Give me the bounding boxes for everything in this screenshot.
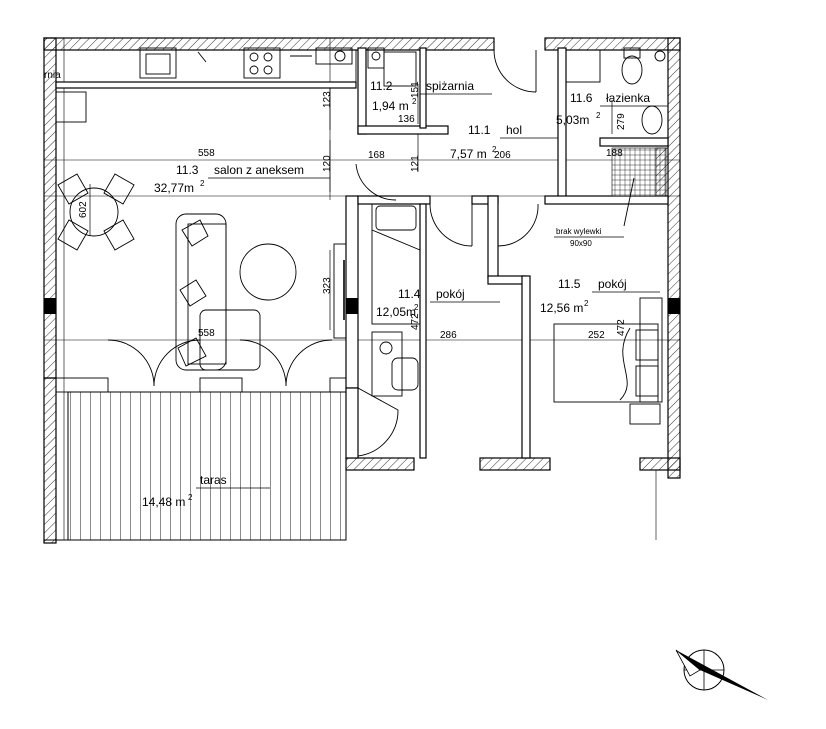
room-number: 11.3 bbox=[176, 163, 199, 177]
dimension-label: 206 bbox=[494, 150, 511, 161]
dimension-label: 252 bbox=[588, 330, 605, 341]
dimension-label: 472 bbox=[616, 319, 627, 336]
dimension-label: 286 bbox=[440, 330, 457, 341]
windows bbox=[44, 298, 680, 314]
room-number: 11.1 bbox=[468, 123, 491, 137]
room-name: łazienka bbox=[606, 91, 650, 105]
room-name: spiżarnia bbox=[426, 79, 474, 93]
fragment-label: rnia bbox=[44, 70, 61, 81]
room-area: 5,03m bbox=[556, 113, 589, 127]
sofa bbox=[175, 213, 297, 371]
room-11-4-furniture bbox=[371, 203, 421, 397]
dimension-label: 120 bbox=[322, 155, 333, 172]
note-line-1: brak wylewki bbox=[556, 227, 602, 236]
note: brak wylewki 90x90 bbox=[554, 227, 624, 248]
tv-unit bbox=[333, 243, 347, 339]
exterior-walls bbox=[43, 37, 681, 544]
room-name: pokój bbox=[598, 277, 627, 291]
dimension-label: 323 bbox=[322, 277, 333, 294]
dimension-label: 121 bbox=[410, 155, 421, 172]
dimension-label: 558 bbox=[198, 148, 215, 159]
pantry-fixtures bbox=[367, 47, 417, 87]
dimension-label: 123 bbox=[322, 91, 333, 108]
room-area: 12,56 m bbox=[540, 301, 583, 315]
terrace bbox=[44, 377, 347, 541]
dimension-label: 168 bbox=[368, 150, 385, 161]
bathroom-fixtures bbox=[565, 47, 669, 227]
room-labels: rnia 11.2 spiżarnia 1,94 m 2 11.1 hol 7,… bbox=[44, 70, 668, 509]
room-number: 11.5 bbox=[558, 277, 581, 291]
dimension-label: 558 bbox=[198, 328, 215, 339]
room-area-sup: 2 bbox=[412, 97, 417, 106]
room-area-sup: 2 bbox=[584, 299, 589, 308]
room-number: 11.6 bbox=[570, 91, 593, 105]
room-area: 7,57 m bbox=[450, 147, 487, 161]
terrace-name: taras bbox=[200, 473, 227, 487]
terrace-area-sup: 2 bbox=[188, 493, 193, 502]
room-number: 11.4 bbox=[398, 287, 421, 301]
room-area: 12,05m bbox=[376, 305, 416, 319]
room-name: pokój bbox=[436, 287, 465, 301]
dimension-label: 602 bbox=[78, 201, 89, 218]
terrace-area: 14,48 m bbox=[142, 495, 185, 509]
room-area: 1,94 m bbox=[372, 99, 409, 113]
room-area-sup: 2 bbox=[492, 145, 497, 154]
room-area-sup: 2 bbox=[596, 111, 601, 120]
compass-icon bbox=[675, 649, 768, 700]
room-11-5-furniture bbox=[553, 297, 663, 425]
interior-walls bbox=[55, 47, 669, 459]
kitchen-counter bbox=[55, 47, 357, 123]
dining-table bbox=[57, 173, 135, 251]
note-line-2: 90x90 bbox=[570, 239, 592, 248]
dimension-label: 279 bbox=[616, 113, 627, 130]
room-name: hol bbox=[506, 123, 522, 137]
room-area: 32,77m bbox=[154, 181, 194, 195]
dimension-label: 136 bbox=[398, 114, 415, 125]
room-number: 11.2 bbox=[370, 79, 393, 93]
room-area-sup: 2 bbox=[200, 179, 205, 188]
dimension-labels: 558 558 123 120 323 602 136 151 168 121 … bbox=[78, 81, 627, 341]
room-name: salon z aneksem bbox=[214, 163, 304, 177]
dimension-label: 188 bbox=[606, 148, 623, 159]
dimension-label: 472 bbox=[410, 313, 421, 330]
room-area-sup: 2 bbox=[414, 303, 419, 312]
dimension-label: 151 bbox=[410, 81, 421, 98]
